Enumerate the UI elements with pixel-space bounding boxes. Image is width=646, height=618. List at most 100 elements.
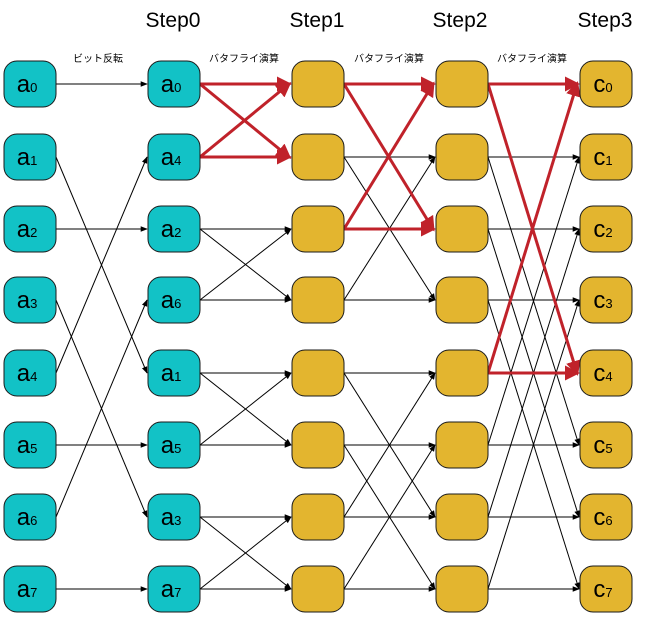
node-label-step0-2: a2 [161,216,182,243]
node-box-step1-6 [291,493,345,541]
node-step2-0 [435,60,489,108]
edge-s3-7-to-3 [487,299,580,590]
node-input-6: a6 [3,493,57,541]
op-label-butterfly-2: バタフライ演算 [354,52,424,65]
node-label-input-0: a0 [17,71,38,98]
node-box-step2-5 [435,421,489,469]
node-step3-5: c5 [579,421,633,469]
node-input-0: a0 [3,60,57,108]
node-box-step1-3 [291,276,345,324]
node-step2-7 [435,565,489,613]
node-step1-5 [291,421,345,469]
node-input-3: a3 [3,276,57,324]
node-box-step2-0 [435,60,489,108]
node-step0-0: a0 [147,60,201,108]
node-box-step0-5 [147,421,201,469]
node-label-input-4: a4 [17,360,38,387]
node-step0-4: a1 [147,349,201,397]
node-label-step0-1: a4 [161,144,182,171]
op-label-butterfly-1: バタフライ演算 [209,52,279,65]
node-box-step0-3 [147,276,201,324]
node-input-7: a7 [3,565,57,613]
node-box-step0-4 [147,349,201,397]
node-box-step2-6 [435,493,489,541]
node-step2-5 [435,421,489,469]
node-box-step3-4 [579,349,633,397]
node-step2-1 [435,133,489,181]
node-box-step2-3 [435,276,489,324]
node-label-step3-5: c5 [593,432,612,459]
node-step1-7 [291,565,345,613]
edge-s1-7-to-6 [199,516,292,590]
edge-s0-6-to-3 [55,299,148,518]
edge-s0-4-to-1 [55,156,148,374]
node-box-step1-1 [291,133,345,181]
node-label-step3-0: c0 [593,71,612,98]
node-label-step3-6: c6 [593,504,612,531]
node-label-step0-6: a3 [161,504,182,531]
node-box-step3-0 [579,60,633,108]
node-box-step1-5 [291,421,345,469]
node-box-input-7 [3,565,57,613]
edge-s2-7-to-5 [343,444,436,590]
node-box-step1-2 [291,205,345,253]
node-box-input-5 [3,421,57,469]
step-title-1: Step1 [290,9,345,32]
step-title-3: Step3 [578,9,633,32]
node-step1-0 [291,60,345,108]
node-label-step0-3: a6 [161,287,182,314]
node-step0-5: a5 [147,421,201,469]
node-box-step2-7 [435,565,489,613]
node-box-step3-5 [579,421,633,469]
node-box-input-1 [3,133,57,181]
node-step2-3 [435,276,489,324]
node-step2-6 [435,493,489,541]
node-box-input-0 [3,60,57,108]
op-label-butterfly-3: バタフライ演算 [497,52,567,65]
node-step0-1: a4 [147,133,201,181]
node-box-step1-7 [291,565,345,613]
node-label-step0-4: a1 [161,360,182,387]
node-box-step2-1 [435,133,489,181]
node-box-input-4 [3,349,57,397]
node-box-step0-2 [147,205,201,253]
node-box-step0-6 [147,493,201,541]
edge-s1-5-to-4 [199,372,292,446]
node-step1-1 [291,133,345,181]
node-label-step3-4: c4 [593,360,612,387]
node-step1-3 [291,276,345,324]
node-label-input-2: a2 [17,216,38,243]
node-step3-0: c0 [579,60,633,108]
op-label-bit-reversal: ビット反転 [73,53,123,65]
node-box-step1-4 [291,349,345,397]
node-box-step2-4 [435,349,489,397]
node-input-5: a5 [3,421,57,469]
node-box-input-6 [3,493,57,541]
edge-s1-3-to-2 [199,228,292,301]
node-label-step3-3: c3 [593,287,612,314]
highlight-edge-s3-4-to-0 [486,81,581,374]
node-step1-4 [291,349,345,397]
edge-s3-5-to-1 [487,156,580,446]
node-step0-3: a6 [147,276,201,324]
node-step3-2: c2 [579,205,633,253]
node-step2-4 [435,349,489,397]
node-label-input-1: a1 [17,144,38,171]
node-input-1: a1 [3,133,57,181]
highlight-edge-s2-2-to-0 [342,81,435,230]
node-label-step0-5: a5 [161,432,182,459]
node-box-step3-6 [579,493,633,541]
node-columns: a0 a1 a2 a3 a4 a5 a6 a7 a0 a4 a2 a6 a1 a5 a3 a7 c0 c1 c2 c3… [3,60,633,613]
step-title-0: Step0 [146,9,201,32]
node-label-step0-0: a0 [161,71,182,98]
edge-s2-6-to-4 [343,372,436,518]
node-box-input-3 [3,276,57,324]
highlight-edge-s1-1-to-0 [199,82,292,159]
highlight-edges [199,76,581,381]
node-box-step0-7 [147,565,201,613]
node-label-step0-7: a7 [161,576,182,603]
node-box-step0-1 [147,133,201,181]
node-input-2: a2 [3,205,57,253]
node-step3-1: c1 [579,133,633,181]
